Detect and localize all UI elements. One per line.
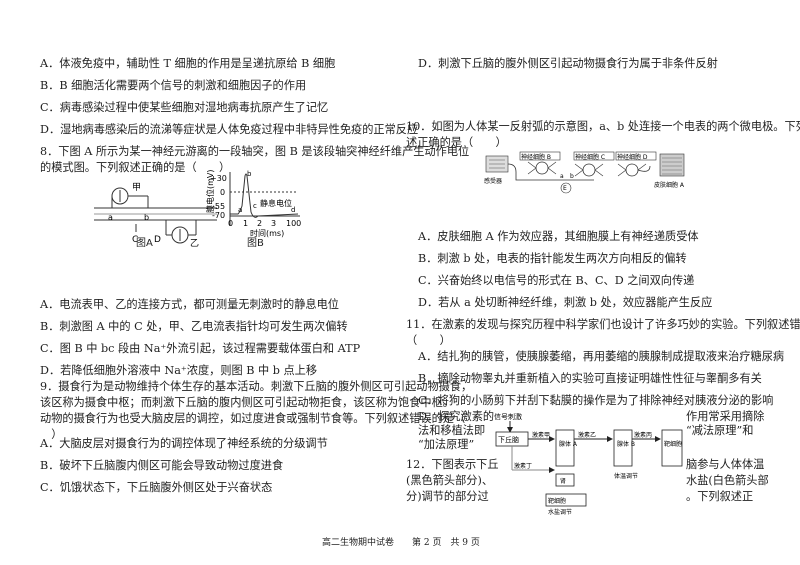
fig-b-xtick-0: 0 <box>228 219 233 228</box>
q8-stem-line2: 的模式图。下列叙述正确的是（ ） <box>40 161 231 174</box>
curve-label-c: c <box>253 202 257 210</box>
meter-jia-label: 甲 <box>132 182 141 193</box>
fig-b-ylabel: 膜电位(mV) <box>205 169 215 213</box>
q8-option-d: D．若降低细胞外溶液中 Na⁺浓度，则图 B 中 b 点上移 <box>40 364 318 377</box>
q11-option-d-line1: D．探究激素的 <box>418 410 495 423</box>
q11-option-b: B．摘除动物睾丸并重新植入的实验可直接证明雄性性征与睾酮多有关 <box>418 372 762 385</box>
q10-skin-cell-label: 皮肤细胞 A <box>654 181 685 189</box>
q8-option-c: C．图 B 中 bc 段由 Na⁺外流引起，该过程需要载体蛋白和 ATP <box>40 342 361 355</box>
q10-neuron-b-label: 神经细胞 B <box>521 153 551 161</box>
q9-option-a: A．大脑皮层对摄食行为的调控体现了神经系统的分级调节 <box>40 437 328 450</box>
fig-a-label-d: D <box>154 235 161 245</box>
q12-target-cell-box: 靶细胞 <box>664 440 682 448</box>
q11-stem-line1: 11．在激素的发现与探究历程中科学家们也设计了许多巧妙的实验。下列叙述错误的是 <box>406 318 800 331</box>
q11-option-c: C．将狗的小肠剪下并刮下黏膜的操作是为了排除神经对胰液分泌的影响 <box>418 394 774 407</box>
fig-a-label-b: b <box>144 213 149 222</box>
q9-stem-line2: 该区称为摄食中枢；而刺激下丘脑的腹内侧区可引起动物拒食，该区称为饱食中枢。 <box>40 396 454 409</box>
q8-figure-a: 甲 乙 a b C D <box>94 182 217 249</box>
fig-b-ytick-0: 0 <box>220 188 225 197</box>
q9-option-b: B．破坏下丘脑腹内侧区可能会导致动物过度进食 <box>40 459 284 472</box>
q9-stem-line1: 9．摄食行为是动物维持个体生存的基本活动。刺激下丘脑的腹外侧区可引起动物摄食， <box>40 380 473 393</box>
q10-neuron-c-label: 神经细胞 C <box>575 153 605 161</box>
q10-receptor-label: 感受器 <box>484 177 502 185</box>
q8-option-b: B．刺激图 A 中的 C 处，甲、乙电流表指针均可发生两次偏转 <box>40 320 348 333</box>
q8-option-a: A．电流表甲、乙的连接方式，都可测量无刺激时的静息电位 <box>40 298 339 311</box>
q10-label-a: a <box>560 173 564 180</box>
q12-gland-a-box: 腺体 A <box>559 440 578 448</box>
q12-hormone-b-label: 激素乙 <box>578 431 596 439</box>
q7-option-a: A．体液免疫中，辅助性 T 细胞的作用是呈递抗原给 B 细胞 <box>40 57 336 70</box>
q10-option-c: C．兴奋始终以电信号的形式在 B、C、D 之间双向传递 <box>418 274 695 287</box>
q10-meter-label: E <box>563 185 567 192</box>
q10-option-b: B．刺激 b 处，电表的指针能发生两次方向相反的偏转 <box>418 252 687 265</box>
q7-option-c: C．病毒感染过程中使某些细胞对湿地病毒抗原产生了记忆 <box>40 101 329 114</box>
curve-label-b: b <box>247 170 252 178</box>
q10-reflex-arc-figure: 感受器 神经细胞 B 神经细胞 C 神经细胞 D 皮肤细胞 A a b E <box>484 151 685 194</box>
q12-kidney-box: 肾 <box>560 477 566 485</box>
q12-water-reg-label: 水盐调节 <box>548 508 572 516</box>
q12-temp-reg-label: 体温调节 <box>614 472 638 480</box>
q12-hormone-a-label: 激素甲 <box>532 431 550 439</box>
q12-hormone-d-label: 激素丁 <box>514 462 532 470</box>
fig-b-xtick-1: 1 <box>243 219 248 228</box>
q11-option-d-line2: 法和移植法即 <box>418 424 486 437</box>
q10-neuron-d-label: 神经细胞 D <box>617 153 648 161</box>
q7-option-b: B．B 细胞活化需要两个信号的刺激和细胞因子的作用 <box>40 79 307 92</box>
fig-a-label-c: C <box>132 235 138 245</box>
q11-option-a: A．结扎狗的胰管，使胰腺萎缩，再用萎缩的胰腺制成提取液来治疗糖尿病 <box>418 350 785 363</box>
curve-label-a: a <box>238 206 242 214</box>
q11-option-d-right2: “减法原理”和 <box>686 424 754 437</box>
q12-stem-right2: 水盐(白色箭头部 <box>686 474 769 487</box>
q10-stem-line2: 述正确的是（ ） <box>406 136 507 149</box>
q7-option-d: D．湿地病毒感染后的流涕等症状是人体免疫过程中非特异性免疫的正常反应 <box>40 123 419 136</box>
q12-signal-label: 信号刺激 <box>494 412 522 421</box>
fig-b-ytick-55: -55 <box>212 202 225 211</box>
q12-gland-b-box: 腺体 B <box>617 440 635 448</box>
q12-hypothalamus-figure: 信号刺激 下丘脑 激素甲 腺体 A 激素乙 腺体 B 激素丙 靶细胞 激素丁 肾… <box>494 412 683 516</box>
fig-b-ytick-30: +30 <box>210 174 227 183</box>
fig-b-ytick-70: -70 <box>212 211 225 220</box>
q11-option-d-line3: “加法原理” <box>418 438 475 451</box>
q9-stem-line3: 动物的摄食行为也受大脑皮层的调控，如过度进食或强制节食等。下列叙述错误的是（ <box>40 412 466 425</box>
q9-option-d: D．刺激下丘脑的腹外侧区引起动物摄食行为属于非条件反射 <box>418 57 718 70</box>
q12-stem-right3: 。下列叙述正 <box>686 490 754 503</box>
q9-option-c: C．饥饿状态下，下丘脑腹外侧区处于兴奋状态 <box>40 481 273 494</box>
q8-caption-a: 图A <box>136 238 153 249</box>
meter-yi-label: 乙 <box>190 238 199 249</box>
q12-hormone-c-label: 激素丙 <box>634 431 652 439</box>
q12-hypothalamus-box: 下丘脑 <box>498 435 519 444</box>
q8-stem-line1: 8．下图 A 所示为某一神经元游离的一段轴突，图 B 是该段轴突神经纤维产生动作… <box>40 145 470 158</box>
resting-potential-label: 静息电位 <box>260 198 292 208</box>
fig-a-label-a: a <box>108 213 113 222</box>
q11-option-d-right1: 作用常采用摘除 <box>686 410 765 423</box>
q12-stem-left3: 分)调节的部分过 <box>406 490 489 503</box>
q12-stem-left1: 12．下图表示下丘 <box>406 458 499 471</box>
fig-b-xlabel: 时间(ms) <box>250 228 284 238</box>
q10-option-a: A．皮肤细胞 A 作为效应器，其细胞膜上有神经递质受体 <box>418 230 699 243</box>
q12-target-cell-box-2: 靶细胞 <box>548 497 566 505</box>
fig-b-xtick-100: 100 <box>286 219 301 228</box>
q12-stem-right1: 脑参与人体体温 <box>686 458 765 471</box>
fig-b-xtick-3: 3 <box>271 219 276 228</box>
q8-figure-b: 膜电位(mV) +30 0 -55 -70 a b c d 静息电位 0 1 2… <box>205 169 301 238</box>
q10-stem-line1: 10．如图为人体某一反射弧的示意图，a、b 处连接一个电表的两个微电极。下列有关… <box>406 120 800 133</box>
q10-option-d: D．若从 a 处切断神经纤维，刺激 b 处，效应器能产生反应 <box>418 296 713 309</box>
fig-b-xtick-2: 2 <box>257 219 262 228</box>
q12-stem-left2: (黑色箭头部分)、 <box>406 474 494 487</box>
curve-label-d: d <box>291 206 295 214</box>
q11-stem-line2: （ ） <box>406 334 451 347</box>
q9-stem-line4: ） <box>40 428 63 441</box>
q8-caption-b: 图B <box>247 238 264 249</box>
q10-label-b: b <box>570 173 574 180</box>
page-footer: 高二生物期中试卷 第 2 页 共 9 页 <box>322 538 480 548</box>
